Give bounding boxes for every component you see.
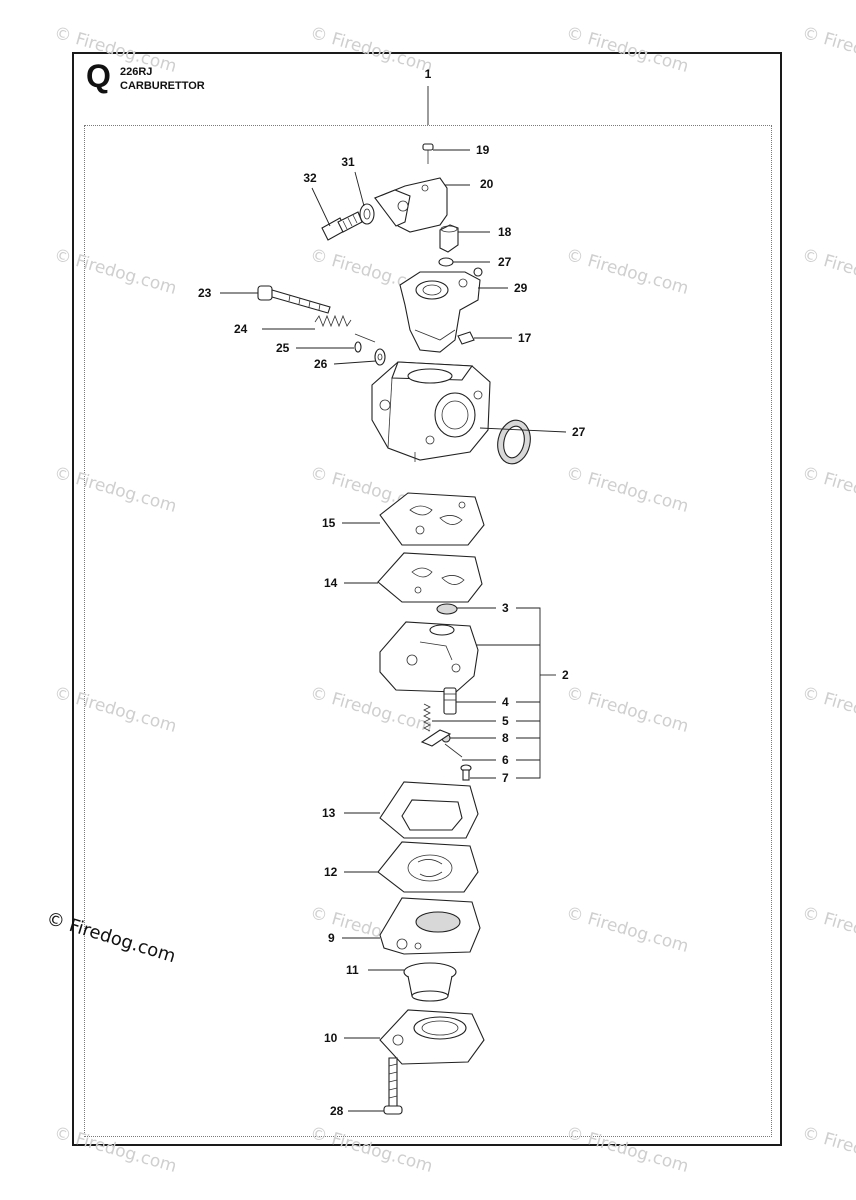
callout-25: 25 (276, 341, 290, 355)
part-9-pump-cover (379, 897, 481, 955)
part-7-screw (460, 764, 472, 781)
part-17-clip (457, 331, 475, 345)
callout-15: 15 (322, 516, 336, 530)
part-15-gasket (379, 492, 485, 546)
callout-32: 32 (303, 171, 317, 185)
callout-2: 2 (562, 668, 569, 682)
part-11-primer-bulb (403, 962, 457, 1002)
callout-3: 3 (502, 601, 509, 615)
part-29-intake-housing (399, 267, 483, 353)
callout-28: 28 (330, 1104, 344, 1118)
part-14-gasket (377, 552, 483, 603)
part-27-seal-small (438, 257, 454, 267)
part-32-idle-screw (321, 211, 363, 241)
part-27-seal-large (497, 419, 531, 465)
callout-7: 7 (502, 771, 509, 785)
callout-11: 11 (346, 963, 359, 977)
callout-10: 10 (324, 1031, 338, 1045)
part-19-screw (422, 143, 434, 164)
callout-12: 12 (324, 865, 338, 879)
callout-29: 29 (514, 281, 528, 295)
part-6-lever (420, 729, 463, 758)
drawing-area-border (84, 125, 772, 1137)
part-28-screw (383, 1057, 403, 1115)
callout-26: 26 (314, 357, 328, 371)
part-13-gasket (379, 781, 479, 839)
callout-13: 13 (322, 806, 336, 820)
callout-14: 14 (324, 576, 338, 590)
model-number: 226RJ (120, 66, 153, 78)
callout-8: 8 (502, 731, 509, 745)
callout-27-lower: 27 (572, 425, 586, 439)
callout-4: 4 (502, 695, 509, 709)
part-31-nut (359, 203, 375, 225)
callout-1: 1 (425, 67, 432, 81)
callout-23: 23 (198, 286, 212, 300)
part-18-fitting (439, 224, 459, 253)
callout-18: 18 (498, 225, 512, 239)
part-4-inlet-needle (443, 687, 457, 715)
part-24-spring (314, 314, 376, 343)
section-letter: Q (86, 58, 111, 94)
part-26-washer (374, 348, 386, 366)
part-5-spring (423, 703, 431, 732)
part-2-metering-body (379, 621, 479, 693)
callout-24: 24 (234, 322, 248, 336)
callout-19: 19 (476, 143, 490, 157)
callout-27-upper: 27 (498, 255, 512, 269)
callout-5: 5 (502, 714, 509, 728)
part-10-primer-cover (379, 1009, 485, 1065)
page-title: CARBURETTOR (120, 80, 205, 92)
callout-9: 9 (328, 931, 335, 945)
callout-17: 17 (518, 331, 532, 345)
part-20-bracket (373, 177, 448, 233)
callout-31: 31 (341, 155, 355, 169)
carburettor-body (371, 361, 491, 462)
part-3-valve-seat (436, 603, 458, 615)
callout-6: 6 (502, 753, 509, 767)
callout-20: 20 (480, 177, 494, 191)
part-23-screw (257, 285, 331, 314)
part-25-o-ring (354, 341, 362, 353)
part-12-diaphragm (377, 841, 479, 893)
